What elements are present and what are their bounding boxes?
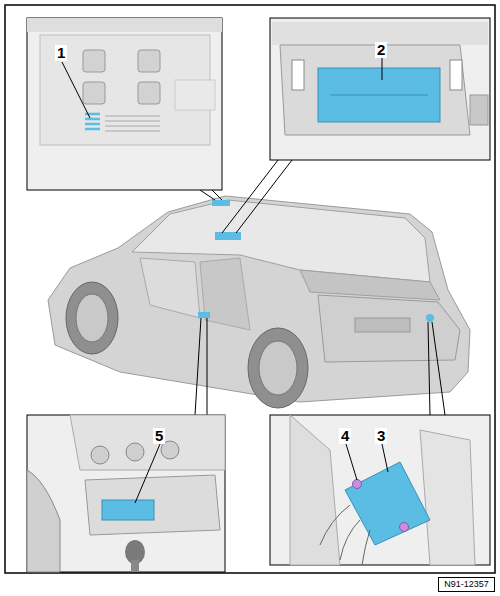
callout-number: 1 — [55, 45, 67, 61]
callout-number: 3 — [375, 428, 387, 444]
callout-number: 4 — [339, 428, 351, 444]
roof-console-panel — [27, 18, 222, 190]
leader-lines — [195, 160, 445, 415]
callout-number: 2 — [375, 42, 387, 58]
frame — [5, 5, 495, 573]
control-unit-panel — [270, 415, 490, 565]
dashboard-panel — [270, 18, 490, 160]
vehicle — [48, 196, 470, 408]
figure-id: N91-12357 — [439, 578, 494, 590]
figure-id-box: N91-12357 — [438, 577, 495, 592]
callout-number: 5 — [153, 428, 165, 444]
center-console-panel — [27, 415, 225, 572]
